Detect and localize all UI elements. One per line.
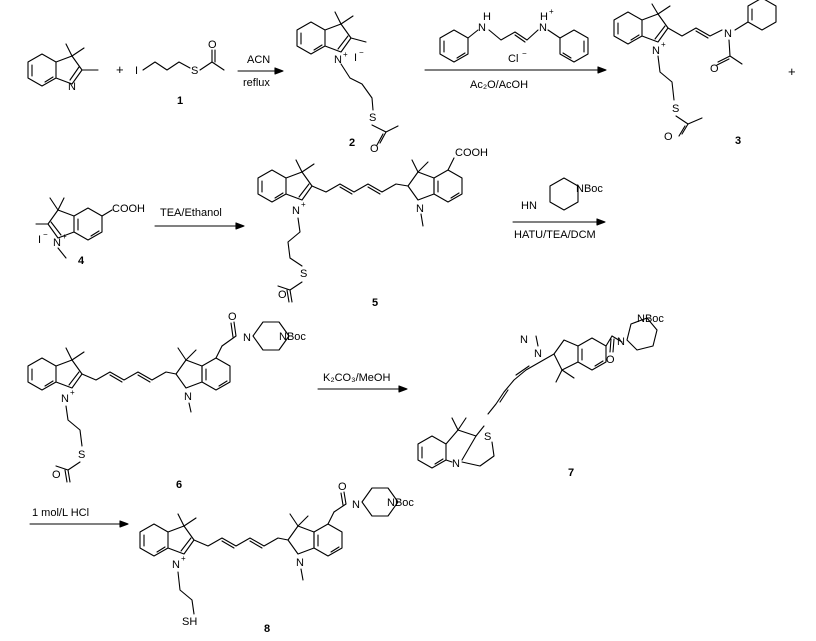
counterion-iodide: I [354, 52, 357, 64]
atom-s: S [484, 431, 491, 443]
atom-o: O [208, 39, 217, 51]
atom-n: N [352, 499, 360, 511]
atom-s: S [191, 65, 198, 77]
atom-o: O [278, 289, 287, 301]
atom-n: N [184, 391, 192, 403]
atom-o: O [338, 481, 347, 493]
atom-n: N [539, 22, 547, 34]
compound-label-8: 8 [264, 623, 270, 635]
structure-compound-3: N + N O S O [613, 0, 777, 143]
atom-n-plus: N [61, 393, 69, 405]
atom-n-plus: N [292, 205, 300, 217]
charge-plus: + [343, 50, 348, 59]
atom-n: N [296, 557, 304, 569]
charge-plus: + [62, 232, 67, 241]
condition-hcl: 1 mol/L HCl [32, 507, 89, 519]
atom-cooh: COOH [455, 147, 488, 159]
plus-sign: + [788, 64, 796, 79]
reaction-arrow-3 [154, 222, 245, 230]
atom-o: O [606, 354, 615, 366]
reaction-arrow-5 [317, 385, 408, 393]
charge-plus: + [301, 200, 306, 209]
atom-n: N [68, 81, 76, 93]
structure-compound-8: N + N O N NBoc SH [139, 481, 414, 628]
atom-n-plus: N [652, 45, 660, 57]
atom-o: O [52, 469, 61, 481]
reaction-arrow-6 [29, 520, 129, 528]
reagent-chloride: Cl [508, 53, 518, 65]
atom-o: O [370, 143, 379, 155]
charge-minus: − [522, 49, 527, 58]
atom-n-plus: N [172, 559, 180, 571]
structure-compound-1: I S O [135, 39, 225, 77]
charge-plus: + [70, 388, 75, 397]
condition-ac2o-acoh: Ac₂O/AcOH [470, 79, 528, 91]
atom-s: S [672, 103, 679, 115]
atom-nboc: NBoc [637, 313, 664, 325]
condition-reflux: reflux [243, 77, 270, 89]
structure-compound-4: COOH N + I − [35, 197, 145, 259]
structure-compound-2: N + I − S O [296, 11, 399, 155]
compound-label-5: 5 [372, 297, 378, 309]
atom-o: O [228, 311, 237, 323]
atom-n: N [724, 28, 732, 40]
condition-tea-ethanol: TEA/Ethanol [160, 207, 222, 219]
atom-h: H [540, 11, 548, 23]
reaction-arrow-2 [424, 66, 607, 74]
condition-hatu-tea-dcm: HATU/TEA/DCM [514, 229, 596, 241]
compound-label-4: 4 [78, 255, 85, 267]
atom-sh: SH [182, 616, 197, 628]
atom-nboc: NBoc [279, 331, 306, 343]
structure-dianil-reagent: N H N H + [439, 7, 589, 63]
compound-label-2: 2 [349, 137, 355, 149]
atom-o: O [710, 63, 719, 75]
structure-boc-piperazine: HN NBoc [521, 177, 603, 212]
atom-nboc: NBoc [387, 497, 414, 509]
charge-plus: + [549, 7, 554, 16]
structure-compound-6: N + N O N NBoc S O [27, 311, 306, 483]
atom-o: O [664, 131, 673, 143]
atom-n: N [520, 334, 528, 346]
atom-n-plus: N [334, 54, 342, 66]
charge-minus: − [359, 48, 364, 57]
atom-n: N [416, 203, 424, 215]
compound-label-7: 7 [568, 467, 574, 479]
structure-compound-5: N + COOH N S O [257, 147, 488, 303]
atom-h: H [483, 11, 491, 23]
atom-hn: HN [521, 200, 537, 212]
condition-acn: ACN [247, 54, 270, 66]
structure-compound-7: N N O N NBoc N S [417, 313, 664, 470]
plus-sign: + [116, 62, 124, 77]
atom-s: S [369, 112, 376, 124]
atom-n: N [478, 22, 486, 34]
atom-s: S [300, 268, 307, 280]
atom-n: N [243, 332, 251, 344]
atom-n: N [534, 348, 542, 360]
atom-n: N [617, 336, 625, 348]
compound-label-6: 6 [176, 479, 182, 491]
counterion-iodide: I [38, 234, 41, 246]
structure-trimethylindolenine: N [27, 43, 99, 93]
charge-minus: − [43, 230, 48, 239]
atom-i: I [135, 65, 138, 77]
compound-label-3: 3 [735, 135, 741, 147]
atom-cooh: COOH [112, 203, 145, 215]
condition-k2co3-meoh: K₂CO₃/MeOH [323, 372, 390, 384]
atom-nboc: NBoc [576, 183, 603, 195]
reaction-arrow-4 [512, 218, 606, 226]
charge-plus: + [661, 40, 666, 49]
atom-s: S [78, 449, 85, 461]
charge-plus: + [181, 554, 186, 563]
atom-n: N [452, 458, 460, 470]
reaction-arrow-1 [237, 67, 284, 75]
atom-n-plus: N [53, 237, 61, 249]
compound-label-1: 1 [177, 95, 183, 107]
